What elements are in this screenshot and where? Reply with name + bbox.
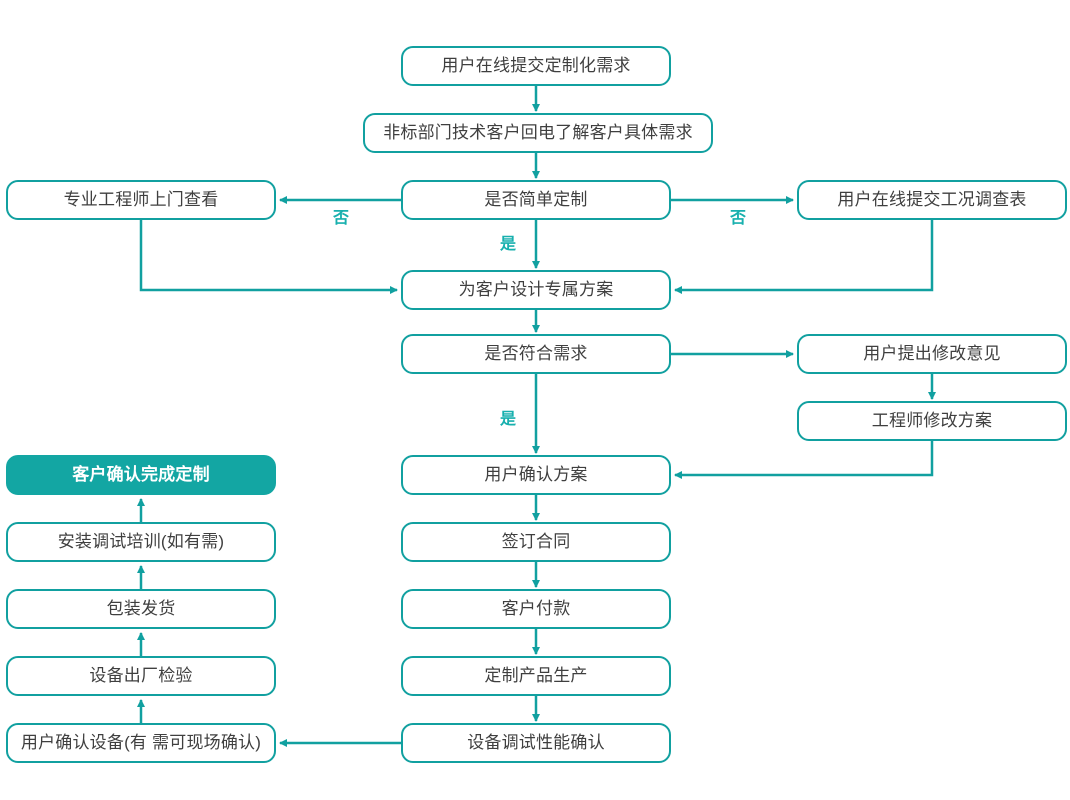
flow-node-n2[interactable]: 非标部门技术客户回电了解客户具体需求 (363, 113, 713, 153)
edge-label-l1: 否 (333, 210, 350, 227)
flow-node-n15[interactable]: 用户确认设备(有 需可现场确认) (6, 723, 276, 763)
flow-edge (139, 220, 398, 294)
flow-node-n17[interactable]: 包装发货 (6, 589, 276, 629)
flow-node-n4[interactable]: 专业工程师上门查看 (6, 180, 276, 220)
flow-node-n16[interactable]: 设备出厂检验 (6, 656, 276, 696)
flow-node-n9[interactable]: 工程师修改方案 (797, 401, 1067, 441)
flow-node-n11[interactable]: 签订合同 (401, 522, 671, 562)
flow-node-n8[interactable]: 用户提出修改意见 (797, 334, 1067, 374)
flow-node-n3[interactable]: 是否简单定制 (401, 180, 671, 220)
flow-node-n7[interactable]: 是否符合需求 (401, 334, 671, 374)
edge-label-l2: 否 (730, 210, 747, 227)
flow-node-n5[interactable]: 用户在线提交工况调查表 (797, 180, 1067, 220)
edge-label-l4: 是 (500, 411, 517, 428)
edge-label-l3: 是 (500, 236, 517, 253)
flow-node-n13[interactable]: 定制产品生产 (401, 656, 671, 696)
flow-node-n6[interactable]: 为客户设计专属方案 (401, 270, 671, 310)
flow-node-n18[interactable]: 安装调试培训(如有需) (6, 522, 276, 562)
flow-node-n14[interactable]: 设备调试性能确认 (401, 723, 671, 763)
flow-edge (674, 441, 934, 479)
flow-edge (674, 220, 934, 294)
flow-node-n19[interactable]: 客户确认完成定制 (6, 455, 276, 495)
flow-node-n1[interactable]: 用户在线提交定制化需求 (401, 46, 671, 86)
flow-node-n12[interactable]: 客户付款 (401, 589, 671, 629)
flow-node-n10[interactable]: 用户确认方案 (401, 455, 671, 495)
